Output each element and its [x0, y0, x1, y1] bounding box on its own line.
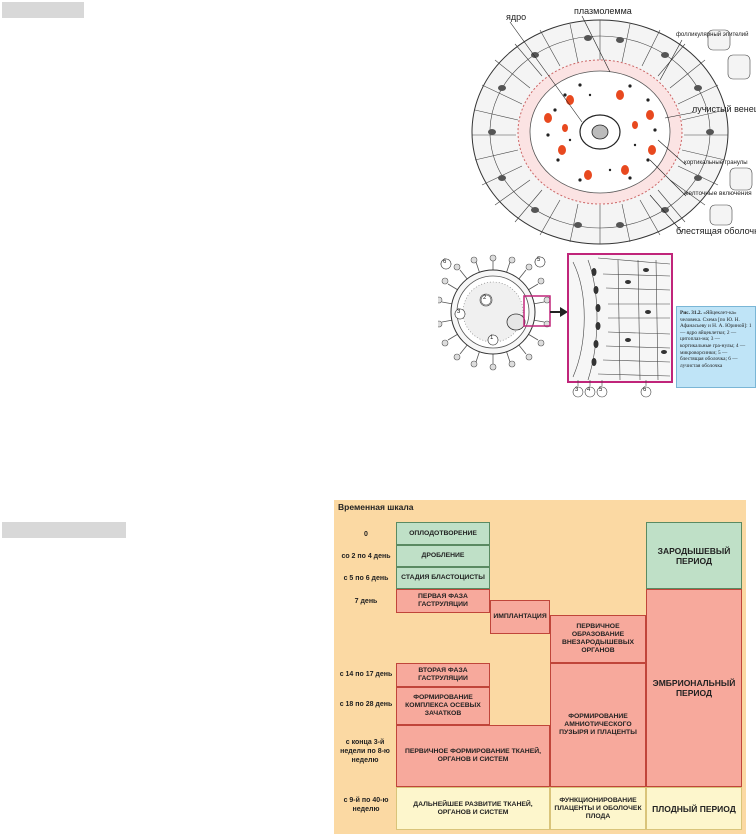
period-fetal: ПЛОДНЫЙ ПЕРИОД [646, 787, 742, 830]
row-label-days-14-17: с 14 по 17 день [339, 671, 393, 678]
stage-fertilization: ОПЛОДОТВОРЕНИЕ [396, 522, 490, 545]
placeholder-bar-middle [2, 522, 126, 538]
stage-further-development: ДАЛЬНЕЙШЕЕ РАЗВИТИЕ ТКАНЕЙ, ОРГАНОВ И СИ… [396, 787, 550, 830]
fig2-number-5: 5 [599, 387, 603, 393]
label-zona-pellucida: блестящая оболочка [676, 226, 756, 236]
row-label-day-0: 0 [364, 531, 368, 538]
figure-caption: Рис. 31.2. «Яйцеклет-ка» человека. Схема… [676, 306, 756, 388]
placeholder-bar-top [2, 2, 84, 18]
stage-primary-tissues: ПЕРВИЧНОЕ ФОРМИРОВАНИЕ ТКАНЕЙ, ОРГАНОВ И… [396, 725, 550, 787]
fig2-number-6: 6 [643, 387, 647, 393]
fig2-number-1: 1 [490, 335, 494, 341]
label-nucleus: ядро [506, 12, 527, 22]
stage-placenta-function: ФУНКЦИОНИРОВАНИЕ ПЛАЦЕНТЫ И ОБОЛОЧЕК ПЛО… [550, 787, 646, 830]
row-label-day-7: 7 день [354, 598, 378, 605]
row-label-weeks-3-8: с конца 3-й недели по 8-ю неделю [340, 739, 390, 764]
label-follicular-epithelium: фолликулярный эпителий [676, 32, 749, 38]
row-label-days-2-4: со 2 по 4 день [341, 553, 391, 560]
caption-title: Рис. 31.2. [680, 310, 702, 316]
timeline-title: Временная шкала [338, 502, 414, 512]
stage-axial-primordia: ФОРМИРОВАНИЕ КОМПЛЕКСА ОСЕВЫХ ЗАЧАТКОВ [396, 687, 490, 725]
label-plasmalemma: плазмолемма [574, 6, 632, 16]
period-germinal: ЗАРОДЫШЕВЫЙ ПЕРИОД [646, 522, 742, 589]
period-embryonic: ЭМБРИОНАЛЬНЫЙ ПЕРИОД [646, 589, 742, 787]
fig2-number-3-left: 3 [457, 309, 461, 315]
row-label-weeks-9-40: с 9-й по 40-ю неделю [343, 797, 389, 813]
caption-text: «Яйцеклет-ка» человека. Схема [по Ю. Н. … [680, 310, 752, 369]
oocyte-schematic: 6 5 2 3 1 3 4 5 6 [435, 252, 756, 402]
stage-gastrulation-1: ПЕРВАЯ ФАЗА ГАСТРУЛЯЦИИ [396, 589, 490, 613]
development-timeline: Временная шкала 0 со 2 по 4 день с 5 по … [334, 500, 746, 834]
fig2-number-3: 3 [575, 387, 579, 393]
stage-amnion-placenta: ФОРМИРОВАНИЕ АМНИОТИЧЕСКОГО ПУЗЫРЯ И ПЛА… [550, 663, 646, 787]
label-corona-radiata: лучистый венец [692, 104, 756, 114]
row-label-days-5-6: с 5 по 6 день [343, 575, 389, 582]
stage-implantation: ИМПЛАНТАЦИЯ [490, 600, 550, 634]
row-label-days-18-28: с 18 по 28 день [339, 701, 393, 708]
stage-cleavage: ДРОБЛЕНИЕ [396, 545, 490, 567]
oocyte-drawing [471, 15, 753, 245]
label-yolk-inclusions: желточные включения [684, 190, 752, 197]
stage-gastrulation-2: ВТОРАЯ ФАЗА ГАСТРУЛЯЦИИ [396, 663, 490, 687]
stage-blastocyst: СТАДИЯ БЛАСТОЦИСТЫ [396, 567, 490, 589]
fig2-number-2: 2 [483, 295, 487, 301]
label-cortical-granules: кортикальные гранулы [684, 160, 748, 166]
oocyte-schematic-drawing [435, 253, 673, 398]
stage-extraembryonic-organs: ПЕРВИЧНОЕ ОБРАЗОВАНИЕ ВНЕЗАРОДЫШЕВЫХ ОРГ… [550, 615, 646, 663]
fig2-number-6-left: 6 [443, 259, 447, 265]
fig2-number-5-top: 5 [537, 257, 541, 263]
oocyte-illustration: ядро плазмолемма фолликулярный эпителий … [470, 0, 756, 250]
fig2-number-4: 4 [587, 387, 591, 393]
